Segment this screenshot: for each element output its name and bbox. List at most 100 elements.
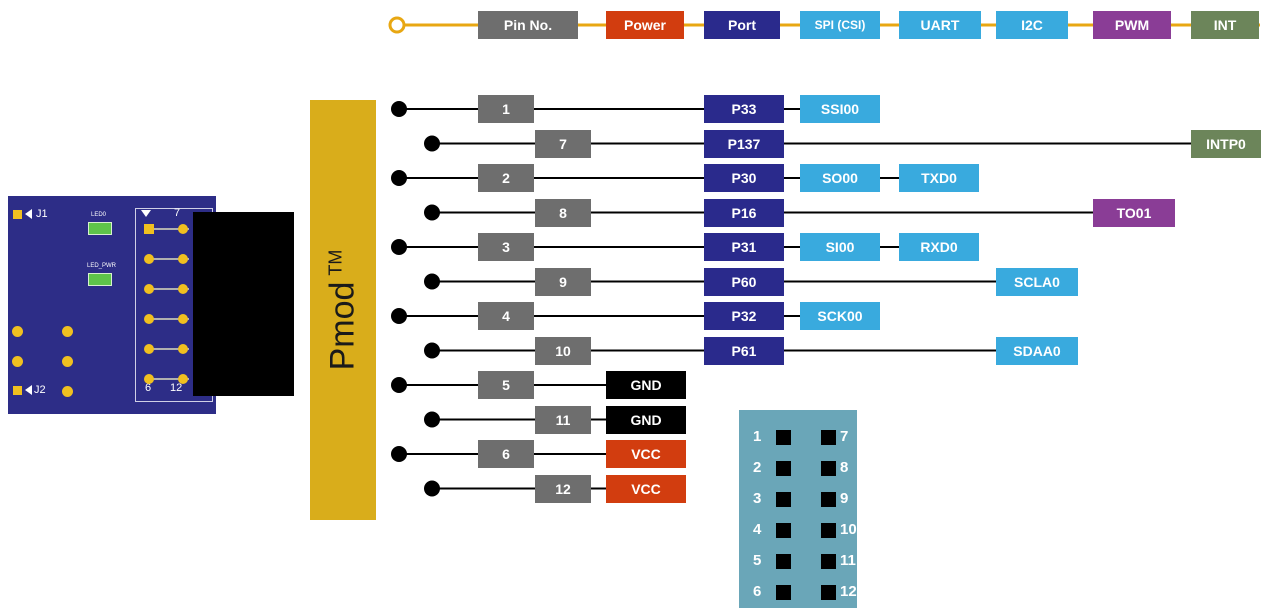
pin-square-icon	[776, 585, 791, 600]
pin-map-left-number: 6	[753, 583, 762, 600]
pin-map-right-number: 11	[840, 552, 856, 569]
legend-item: Power	[606, 11, 684, 39]
function-label: SCK00	[800, 302, 880, 330]
header-trace	[149, 348, 189, 350]
pin-map-row: 5 11	[739, 551, 857, 571]
pin-dot-icon	[424, 204, 440, 221]
function-label: SCLA0	[996, 267, 1078, 296]
legend-item: UART	[899, 11, 981, 39]
header-pin-icon	[178, 284, 188, 294]
legend-item: INT	[1191, 11, 1259, 39]
header-pin-icon	[144, 284, 154, 294]
pin-number: 10	[535, 336, 591, 365]
pin-number: 12	[535, 474, 591, 503]
pin-number: 4	[478, 302, 534, 330]
pin-square-icon	[776, 430, 791, 445]
pin-dot-icon	[424, 273, 440, 290]
pin-dot-icon	[424, 135, 440, 152]
header-pin-row	[144, 284, 194, 294]
header-pin-row	[144, 254, 194, 264]
pin-map-right-number: 9	[840, 490, 849, 507]
pin-number: 2	[478, 164, 534, 192]
port-label: P16	[704, 198, 784, 227]
header-pin-icon	[178, 374, 188, 384]
header-trace	[149, 228, 189, 230]
function-label: RXD0	[899, 233, 979, 261]
pin-square-icon	[821, 492, 836, 507]
function-label: SSI00	[800, 95, 880, 123]
header-pin-icon	[178, 314, 188, 324]
led0-icon	[88, 222, 112, 235]
power-label: GND	[606, 371, 686, 399]
pin-square-icon	[776, 461, 791, 476]
power-label: GND	[606, 405, 686, 434]
pin-number: 11	[535, 405, 591, 434]
port-label: P30	[704, 164, 784, 192]
header-pin-icon	[144, 374, 154, 384]
pin-square-icon	[821, 430, 836, 445]
j2-arrow-icon	[25, 385, 32, 395]
pad-icon	[62, 326, 73, 337]
j2-marker-icon	[13, 386, 22, 395]
header-trace	[149, 288, 189, 290]
pin-number: 5	[478, 371, 534, 399]
j1-arrow-icon	[25, 209, 32, 219]
header-pin-icon	[144, 224, 154, 234]
pin-number: 6	[478, 440, 534, 468]
pin-square-icon	[776, 523, 791, 538]
pin-square-icon	[821, 554, 836, 569]
port-label: P33	[704, 95, 784, 123]
header-pin-icon	[178, 224, 188, 234]
header-pin-icon	[144, 344, 154, 354]
legend-item: Port	[704, 11, 780, 39]
pin-dot-icon	[391, 101, 407, 117]
pin-map-right-number: 7	[840, 428, 849, 445]
board: J1 LED0 LED_PWR J2 7 6 12	[8, 196, 216, 414]
pad-icon	[62, 356, 73, 367]
pmod-label-text: Pmod	[323, 281, 362, 371]
header-trace	[149, 378, 189, 380]
legend-item: PWM	[1093, 11, 1171, 39]
pmod-bar	[310, 100, 376, 520]
header-trace	[149, 318, 189, 320]
header-pin-icon	[144, 314, 154, 324]
header-label-7: 7	[174, 207, 181, 219]
legend-start-icon	[388, 16, 406, 34]
header-trace	[149, 258, 189, 260]
board-label-j2: J2	[34, 384, 46, 396]
header-pin-icon	[178, 254, 188, 264]
board-label-led-pwr: LED_PWR	[87, 263, 117, 269]
pin-map-right-number: 8	[840, 459, 849, 476]
header-label-12: 12	[170, 382, 183, 394]
board-label-led0: LED0	[91, 212, 107, 218]
legend-item: SPI (CSI)	[800, 11, 880, 39]
legend-item: Pin No.	[478, 11, 578, 39]
pin-map-left-number: 2	[753, 459, 762, 476]
port-label: P137	[704, 129, 784, 158]
function-label: SDAA0	[996, 336, 1078, 365]
header-pin-icon	[178, 344, 188, 354]
pin-dot-icon	[391, 446, 407, 462]
board-label-j1: J1	[36, 208, 48, 220]
port-label: P61	[704, 336, 784, 365]
function-label: SI00	[800, 233, 880, 261]
port-label: P31	[704, 233, 784, 261]
function-label: TXD0	[899, 164, 979, 192]
pin-dot-icon	[391, 308, 407, 324]
port-label: P60	[704, 267, 784, 296]
header-pin-row	[144, 314, 194, 324]
pin-map-left-number: 5	[753, 552, 762, 569]
pin-dot-icon	[391, 377, 407, 393]
pad-icon	[62, 386, 73, 397]
header-pin-icon	[144, 254, 154, 264]
pin-map-right-number: 10	[840, 521, 857, 538]
pmod-trademark: TM	[325, 249, 346, 276]
port-label: P32	[704, 302, 784, 330]
header-label-6: 6	[145, 382, 152, 394]
